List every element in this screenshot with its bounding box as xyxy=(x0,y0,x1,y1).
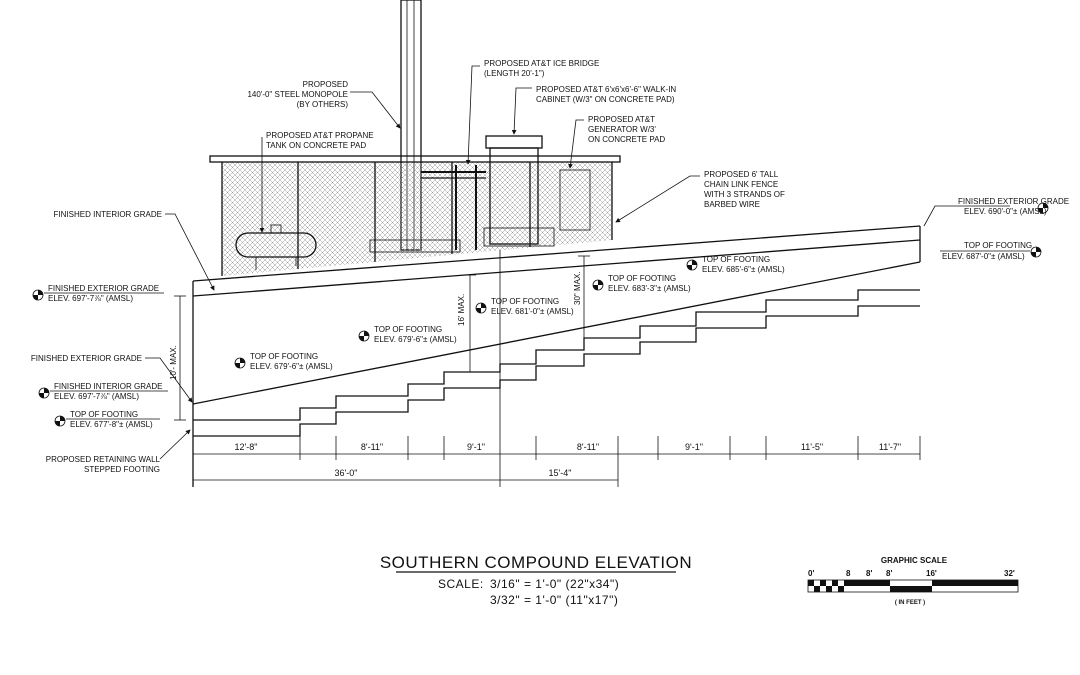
generator-callout-2: GENERATOR W/3' xyxy=(588,125,656,134)
dim-8-11-a: 8'-11" xyxy=(361,442,383,452)
target-icon xyxy=(54,415,66,427)
footing-683-1: TOP OF FOOTING xyxy=(608,274,676,283)
drawing-title: SOUTHERN COMPOUND ELEVATION xyxy=(380,553,692,572)
generator-callout-3: ON CONCRETE PAD xyxy=(588,135,665,144)
propane-tank xyxy=(235,224,317,270)
monopole-callout-3: (BY OTHERS) xyxy=(297,100,349,109)
vertical-dimensions xyxy=(174,255,590,421)
retaining-wall-label-1: PROPOSED RETAINING WALL xyxy=(46,455,161,464)
fence-callout-2: CHAIN LINK FENCE xyxy=(704,180,778,189)
graphic-scale-unit: ( IN FEET ) xyxy=(895,600,925,606)
scale-prefix: SCALE: xyxy=(438,577,484,591)
cabinet-callout-2: CABINET (W/3" ON CONCRETE PAD) xyxy=(536,95,675,104)
ten-max-label: 10'- MAX. xyxy=(169,345,178,380)
chain-link-fence xyxy=(209,155,621,276)
monopole-callout-2: 140'-0" STEEL MONOPOLE xyxy=(247,90,348,99)
stepped-footing xyxy=(193,250,920,487)
ice-bridge xyxy=(421,165,486,250)
scale-line-2: 3/32" = 1'-0" (11"x17") xyxy=(490,593,618,607)
generator-callout-1: PROPOSED AT&T xyxy=(588,115,655,124)
dim-9-1-b: 9'-1" xyxy=(685,442,703,452)
propane-callout-2: TANK ON CONCRETE PAD xyxy=(266,141,366,150)
grade-lines xyxy=(192,225,921,487)
walk-in-cabinet xyxy=(483,135,555,247)
target-icon xyxy=(475,302,487,314)
footing-685-1: TOP OF FOOTING xyxy=(702,255,770,264)
scale-tick-2: 8' xyxy=(866,569,872,578)
footing-679-1: TOP OF FOOTING xyxy=(250,352,318,361)
thirty-max-label: 30" MAX. xyxy=(573,271,582,305)
scale-tick-5: 32' xyxy=(1004,569,1015,578)
fence-callout-3: WITH 3 STRANDS OF xyxy=(704,190,785,199)
scale-tick-4: 16' xyxy=(926,569,937,578)
right-ext-grade-2: ELEV. 690'-0"± (AMSL) xyxy=(964,207,1047,216)
left-int-grade-2: ELEV. 697'-7⅞" (AMSL) xyxy=(54,392,139,401)
ice-bridge-callout-1: PROPOSED AT&T ICE BRIDGE xyxy=(484,59,599,68)
left-int-grade-1: FINISHED INTERIOR GRADE xyxy=(54,382,162,391)
left-ext-grade-1: FINISHED EXTERIOR GRADE xyxy=(48,284,159,293)
footing-679b-2: ELEV. 679'-6"± (AMSL) xyxy=(374,335,457,344)
graphic-scale-title: GRAPHIC SCALE xyxy=(881,556,948,565)
target-icon xyxy=(358,330,370,342)
target-icon xyxy=(32,289,44,301)
dim-8-11-b: 8'-11" xyxy=(577,442,599,452)
right-ext-grade-1: FINISHED EXTERIOR GRADE xyxy=(958,197,1069,206)
fence-callout-1: PROPOSED 6' TALL xyxy=(704,170,779,179)
callout-leaders xyxy=(145,65,1010,460)
target-icon xyxy=(1030,246,1042,258)
propane-callout-1: PROPOSED AT&T PROPANE xyxy=(266,131,374,140)
cabinet-callout-1: PROPOSED AT&T 6'x6'x6'-6" WALK-IN xyxy=(536,85,676,94)
footing-681-2: ELEV. 681'-0"± (AMSL) xyxy=(491,307,574,316)
generator xyxy=(559,169,591,231)
monopole-callout-1: PROPOSED xyxy=(303,80,349,89)
right-footing-1: TOP OF FOOTING xyxy=(964,241,1032,250)
graphic-scale: GRAPHIC SCALE 0' 8 8' 8' 16' 32' ( IN FE… xyxy=(807,556,1019,606)
target-icon xyxy=(1037,202,1049,214)
dim-9-1-a: 9'-1" xyxy=(467,442,485,452)
dim-15-4: 15'-4" xyxy=(549,468,572,478)
elevation-targets xyxy=(32,202,1049,427)
target-icon xyxy=(592,279,604,291)
right-footing-2: ELEV. 687'-0"± (AMSL) xyxy=(942,252,1025,261)
dim-11-5: 11'-5" xyxy=(801,442,823,452)
footing-685-2: ELEV. 685'-6"± (AMSL) xyxy=(702,265,785,274)
footing-679b-1: TOP OF FOOTING xyxy=(374,325,442,334)
fence-callout-4: BARBED WIRE xyxy=(704,200,760,209)
scale-line-1: 3/16" = 1'-0" (22"x34") xyxy=(490,577,619,591)
dim-36-0: 36'-0" xyxy=(335,468,358,478)
sixteen-max-label: 16' MAX. xyxy=(457,294,466,326)
scale-tick-0: 0' xyxy=(808,569,814,578)
ice-bridge-callout-2: (LENGTH 20'-1") xyxy=(484,69,545,78)
scale-tick-1: 8 xyxy=(846,569,851,578)
left-footing-2: ELEV. 677'-8"± (AMSL) xyxy=(70,420,153,429)
finished-interior-grade-label: FINISHED INTERIOR GRADE xyxy=(54,210,162,219)
dimension-lines xyxy=(192,436,921,487)
dim-12-8: 12'-8" xyxy=(235,442,258,452)
target-icon xyxy=(38,387,50,399)
retaining-wall-label-2: STEPPED FOOTING xyxy=(84,465,160,474)
finished-exterior-grade-label: FINISHED EXTERIOR GRADE xyxy=(31,354,142,363)
scale-tick-3: 8' xyxy=(886,569,892,578)
footing-679-2: ELEV. 679'-6"± (AMSL) xyxy=(250,362,333,371)
left-footing-1: TOP OF FOOTING xyxy=(70,410,138,419)
target-icon xyxy=(234,357,246,369)
dim-11-7: 11'-7" xyxy=(879,442,901,452)
footing-683-2: ELEV. 683'-3"± (AMSL) xyxy=(608,284,691,293)
target-icon xyxy=(686,259,698,271)
footing-681-1: TOP OF FOOTING xyxy=(491,297,559,306)
left-ext-grade-2: ELEV. 697'-7⅞" (AMSL) xyxy=(48,294,133,303)
